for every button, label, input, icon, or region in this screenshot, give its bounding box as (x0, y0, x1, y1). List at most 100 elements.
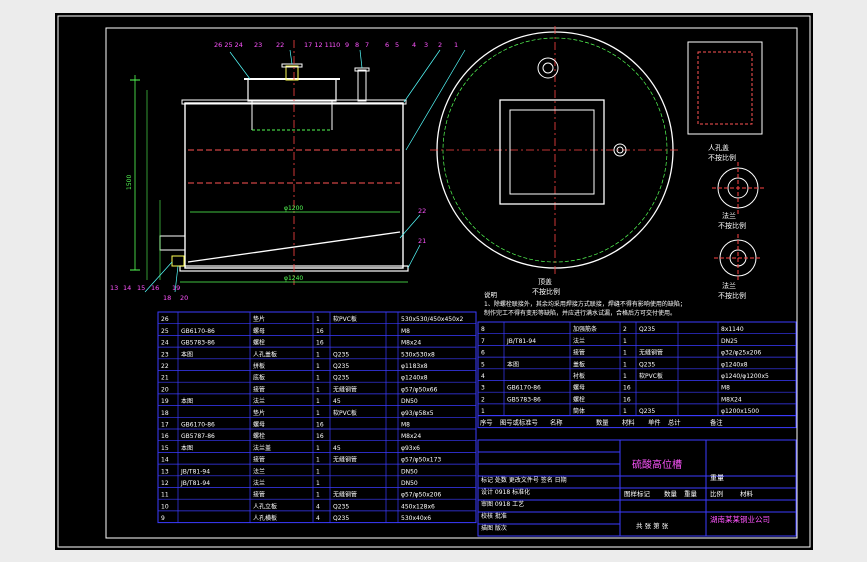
title-row-2: 审图 0918 工艺 (481, 500, 524, 508)
parts-cell: 软PVC板 (639, 372, 663, 380)
parts-cell: Q235 (333, 515, 349, 522)
parts-cell: 7 (481, 338, 485, 345)
title-weight-2: 重量 (684, 490, 698, 498)
parts-cell: M8 (401, 328, 410, 335)
label-flange-2: 法兰 (722, 281, 736, 290)
parts-cell: 1 (623, 350, 627, 357)
title-weight: 重量 (710, 474, 724, 482)
parts-cell: 螺母 (573, 384, 585, 392)
parts-cell: φ1240/φ1200x5 (721, 373, 769, 380)
parts-cell: GB5783-86 (507, 396, 541, 403)
parts-cell: 接管 (253, 456, 265, 464)
parts-cell: 17 (161, 422, 169, 429)
parts-cell: 1 (316, 375, 320, 382)
balloon-17-12-11: 17 12 11 (304, 41, 333, 49)
balloon-26-25-24: 26 25 24 (214, 41, 243, 49)
parts-cell: 8 (481, 326, 485, 333)
parts-cell: 底板 (253, 374, 265, 382)
parts-header-cell: 总计 (668, 418, 681, 427)
parts-cell: 人孔横板 (253, 514, 277, 522)
parts-cell: 1 (623, 338, 627, 345)
parts-cell: 接管 (253, 491, 265, 499)
parts-cell: 25 (161, 328, 169, 335)
parts-cell: 螺栓 (573, 395, 585, 403)
title-row-0: 标记 处数 更改文件号 签名 日期 (481, 476, 567, 484)
parts-cell: 15 (161, 445, 169, 452)
title-stage: 图样标记 (624, 489, 651, 498)
flange-detail-2 (714, 234, 762, 282)
parts-cell: φ93x6 (401, 445, 420, 452)
company-name: 湖南某某钢业公司 (710, 514, 770, 524)
title-qty: 数量 (664, 489, 678, 498)
parts-cell: 法兰 (253, 467, 265, 475)
parts-cell: 10 (161, 503, 169, 510)
parts-cell: M8x24 (401, 340, 421, 347)
balloon-16: 16 (151, 284, 159, 292)
parts-cell: 1 (316, 457, 320, 464)
dim-diam-outer: φ1240 (284, 275, 303, 282)
parts-cell: Q235 (639, 408, 655, 415)
notes-line-2: 制作完工不得有变形等缺陷，并应进行满水试漏，合格后方可交付使用。 (484, 309, 676, 317)
parts-cell: 1 (316, 492, 320, 499)
parts-cell: 4 (316, 515, 320, 522)
parts-cell: 本图 (181, 350, 193, 358)
label-flange-2-scale: 不按比例 (718, 291, 746, 300)
parts-cell: 3 (481, 385, 485, 392)
cover-detail (687, 41, 763, 135)
parts-header-cell: 单件 (648, 418, 661, 427)
balloon-19: 19 (172, 284, 180, 292)
balloon-1: 1 (454, 41, 458, 49)
parts-cell: 11 (161, 492, 169, 499)
parts-cell: 21 (161, 375, 169, 382)
parts-cell: 4 (481, 373, 485, 380)
parts-cell: 16 (316, 422, 324, 429)
parts-cell: 1 (316, 386, 320, 393)
balloon-2: 2 (438, 41, 442, 49)
parts-cell: 螺栓 (253, 432, 265, 440)
balloon-23: 23 (254, 41, 262, 49)
parts-cell: 垫片 (253, 409, 265, 417)
parts-cell: 1 (316, 410, 320, 417)
front-section-view: φ1200 φ1240 1500 (126, 40, 466, 293)
title-sheet: 共 张 第 张 (636, 521, 669, 530)
parts-cell: 6 (481, 350, 485, 357)
parts-cell: φ57/φ50x173 (401, 457, 441, 464)
parts-cell: 1 (623, 373, 627, 380)
parts-header-cell: 序号 (480, 418, 493, 427)
parts-cell: GB5787-86 (181, 433, 215, 440)
parts-cell: 14 (161, 457, 169, 464)
title-block: 硫酸高位槽 重量 图样标记 数量 重量 比例 材料 共 张 第 张 湖南某某钢业… (477, 439, 797, 537)
balloon-20: 20 (180, 294, 188, 302)
parts-cell: 530x40x6 (401, 515, 431, 522)
title-row-1: 设计 0918 标准化 (481, 488, 530, 496)
parts-header-cell: 名称 (550, 418, 563, 427)
parts-cell: GB6170-86 (181, 328, 215, 335)
parts-cell: 45 (333, 398, 341, 405)
parts-cell: DN50 (401, 468, 418, 475)
parts-cell: 本图 (181, 444, 193, 452)
inner-frame (105, 27, 798, 539)
parts-cell: 9 (161, 515, 165, 522)
parts-cell: 无缝钢管 (639, 349, 663, 357)
title-row-4: 描图 版次 (481, 524, 507, 532)
parts-cell: M8X24 (721, 396, 742, 403)
parts-cell: 软PVC板 (333, 315, 357, 323)
drawing-name: 硫酸高位槽 (632, 458, 682, 471)
parts-cell: 1 (316, 468, 320, 475)
balloon-22-right: 22 (418, 207, 426, 215)
parts-cell: 1 (623, 408, 627, 415)
parts-cell: 450x128x6 (401, 503, 435, 510)
parts-cell: 16 (161, 433, 169, 440)
flange-detail-1 (712, 162, 764, 214)
parts-cell: 4 (316, 503, 320, 510)
parts-cell: JB/T81-94 (180, 480, 210, 487)
parts-cell: 16 (316, 328, 324, 335)
drawing-sheet (55, 13, 813, 550)
balloon-13: 13 (110, 284, 118, 292)
parts-cell: 螺母 (253, 421, 265, 429)
parts-cell: 26 (161, 316, 169, 323)
parts-cell: φ1200x1500 (721, 408, 759, 415)
parts-cell: 1 (316, 351, 320, 358)
parts-cell: 1 (316, 480, 320, 487)
parts-cell: 2 (481, 396, 485, 403)
